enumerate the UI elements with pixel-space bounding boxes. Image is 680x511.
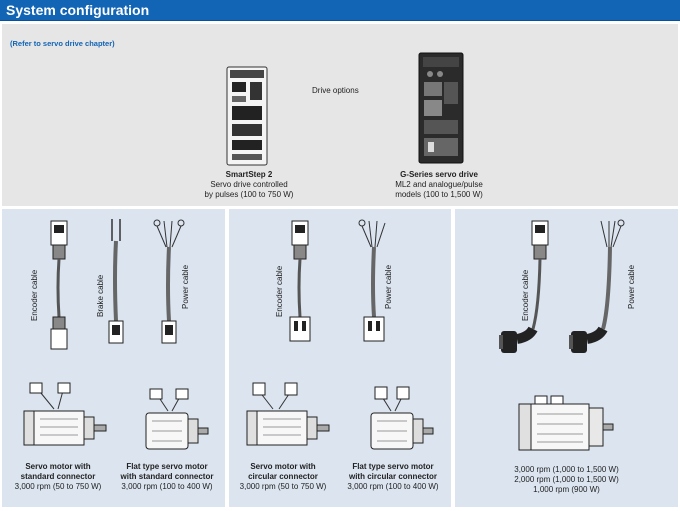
smartstep-desc-1: Servo drive controlled [210, 180, 288, 189]
encoder-cable-large-image [499, 220, 549, 353]
power-cable-image [153, 219, 185, 344]
circular-connector-panel: Encoder cable Power cable Servo motor wi… [229, 209, 451, 507]
standard-connector-panel: Encoder cable Brake cable Power cable [2, 209, 225, 507]
g-series-desc-1: ML2 and analogue/pulse [395, 180, 483, 189]
servo-motor-circular-image [246, 382, 330, 446]
motor-circular-line2: circular connector [248, 472, 318, 481]
flat-motor-standard-image [145, 388, 209, 450]
brake-cable-label: Brake cable [96, 274, 105, 317]
smartstep-caption: SmartStep 2 Servo drive controlled by pu… [174, 170, 324, 200]
large-motor-panel: Encoder cable Power cable 3,000 rpm (1,0… [455, 209, 678, 507]
motor-circular-line1: Servo motor with [250, 462, 316, 471]
smartstep-drive-image [226, 66, 268, 166]
flat-motor-standard-line2: with standard connector [120, 472, 214, 481]
flat-motor-standard-line1: Flat type servo motor [126, 462, 208, 471]
motor-standard-line3: 3,000 rpm (50 to 750 W) [14, 482, 102, 491]
g-series-desc-2: models (100 to 1,500 W) [395, 190, 483, 199]
large-motor-spec-3: 1,000 rpm (900 W) [533, 485, 600, 494]
servo-motor-standard-image [23, 382, 107, 446]
smartstep-desc-2: by pulses (100 to 750 W) [204, 190, 294, 199]
brake-cable-image [108, 219, 124, 344]
flat-motor-standard-line3: 3,000 rpm (100 to 400 W) [121, 482, 213, 491]
large-motor-spec-1: 3,000 rpm (1,000 to 1,500 W) [514, 465, 619, 474]
motor-standard-line1: Servo motor with [25, 462, 91, 471]
title-bar: System configuration [0, 0, 680, 21]
g-series-name: G-Series servo drive [400, 170, 478, 179]
motor-circular-line3: 3,000 rpm (50 to 750 W) [239, 482, 327, 491]
motor-circular-caption: Servo motor with circular connector 3,00… [229, 462, 337, 492]
motor-standard-caption: Servo motor with standard connector 3,00… [4, 462, 112, 492]
encoder-cable-label: Encoder cable [30, 269, 39, 321]
power-cable-circular-image [358, 219, 386, 342]
power-cable-label: Power cable [181, 264, 190, 309]
large-motor-spec-2: 2,000 rpm (1,000 to 1,500 W) [514, 475, 619, 484]
power-cable-circular-label: Power cable [384, 264, 393, 309]
drive-options-label: Drive options [312, 86, 359, 95]
flat-motor-circular-line3: 3,000 rpm (100 to 400 W) [347, 482, 439, 491]
refer-note: (Refer to servo drive chapter) [10, 39, 115, 48]
page-title: System configuration [6, 2, 150, 18]
motor-standard-line2: standard connector [20, 472, 96, 481]
encoder-cable-large-label: Encoder cable [521, 269, 530, 321]
flat-motor-standard-caption: Flat type servo motor with standard conn… [108, 462, 226, 492]
smartstep-name: SmartStep 2 [225, 170, 273, 179]
encoder-cable-circular-image [289, 220, 311, 342]
large-servo-motor-image [518, 395, 614, 451]
g-series-drive-image [418, 52, 464, 164]
encoder-cable-image [50, 220, 68, 350]
large-motor-caption: 3,000 rpm (1,000 to 1,500 W) 2,000 rpm (… [475, 465, 658, 495]
power-cable-large-image [569, 219, 625, 353]
flat-motor-circular-image [370, 386, 434, 450]
drives-panel: (Refer to servo drive chapter) Drive opt… [2, 24, 678, 206]
g-series-caption: G-Series servo drive ML2 and analogue/pu… [364, 170, 514, 200]
flat-motor-circular-line2: with circular connector [348, 472, 438, 481]
flat-motor-circular-caption: Flat type servo motor with circular conn… [335, 462, 451, 492]
encoder-cable-circular-label: Encoder cable [275, 265, 284, 317]
power-cable-large-label: Power cable [627, 264, 636, 309]
flat-motor-circular-line1: Flat type servo motor [352, 462, 434, 471]
